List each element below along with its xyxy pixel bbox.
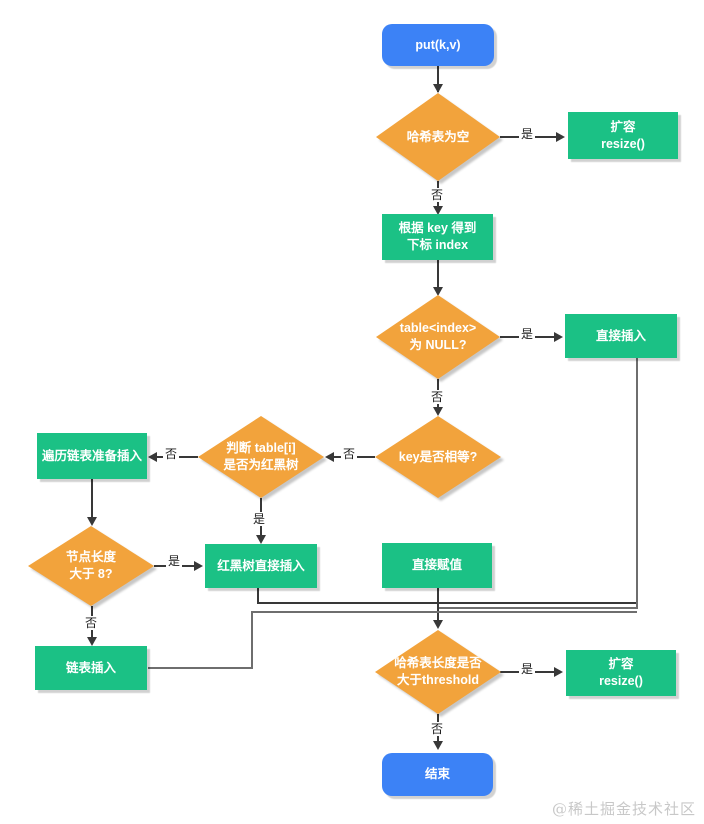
direct-assign-node: 直接赋值 <box>382 543 492 588</box>
rbtree-insert-node: 红黑树直接插入 <box>205 544 317 588</box>
resize-node-top-line: 扩容 <box>610 119 636 134</box>
edge-direct-insert-out <box>636 357 638 609</box>
resize-node-bottom-line: 扩容 <box>608 657 634 672</box>
traverse-list-node-line: 遍历链表准备插入 <box>41 448 142 463</box>
linked-list-insert-node-label: 链表插入 <box>66 660 116 677</box>
decision-is-red-black-tree-label: 判断 table[i] 是否为红黑树 <box>223 440 298 474</box>
label-no-hash-empty: 否 <box>429 188 446 202</box>
label-yes-threshold: 是 <box>519 662 536 676</box>
compute-index-node-line: 下标 index <box>406 238 469 252</box>
edge-start-to-hash-empty-arrowhead-icon <box>433 84 443 93</box>
edge-start-to-hash-empty <box>437 66 439 92</box>
decision-size-gt-threshold-label: 哈希表长度是否大于threshold <box>394 655 482 689</box>
linked-list-insert-node-line: 链表插入 <box>65 660 116 675</box>
label-yes-length-check: 是 <box>166 554 183 568</box>
label-no-null-check: 否 <box>429 390 446 404</box>
edge-direct-assign-out-arrowhead-icon <box>433 620 443 629</box>
direct-insert-node-line: 直接插入 <box>595 328 646 343</box>
edge-direct-insert-out <box>437 607 638 609</box>
edge-null-no-key-equal-arrowhead-icon <box>433 407 443 416</box>
compute-index-node-label: 根据 key 得到下标 index <box>399 220 477 254</box>
decision-size-gt-threshold: 哈希表长度是否大于threshold <box>375 630 501 714</box>
linked-list-insert-node: 链表插入 <box>35 646 147 690</box>
end-node-line: 结束 <box>424 767 450 782</box>
resize-node-bottom: 扩容 resize() <box>566 650 676 696</box>
edge-direct-assign-out <box>437 588 439 622</box>
edge-threshold-no-end-arrowhead-icon <box>433 741 443 750</box>
edge-rbtree-no-traverse-arrowhead-icon <box>148 452 157 462</box>
decision-node-length-gt8: 节点长度大于 8? <box>28 526 154 606</box>
edge-hash-empty-yes-resize-arrowhead-icon <box>556 132 565 142</box>
decision-hash-table-empty-label: 哈希表为空 <box>407 129 470 146</box>
edge-list-insert-out <box>251 612 253 669</box>
label-no-threshold: 否 <box>429 722 446 736</box>
edge-traverse-to-length-check <box>91 479 93 520</box>
end-node-label: 结束 <box>425 766 450 783</box>
edge-list-insert-out <box>251 611 637 613</box>
resize-node-top-label: 扩容 resize() <box>601 119 645 153</box>
decision-table-index-null: table<index> 为 NULL? <box>376 295 500 379</box>
edge-null-yes-insert-arrowhead-icon <box>554 332 563 342</box>
edge-rbtree-yes-insert-arrowhead-icon <box>256 535 266 544</box>
decision-node-length-gt8-line: 大于 8? <box>69 567 113 581</box>
decision-node-length-gt8-line: 节点长度 <box>65 550 116 565</box>
resize-node-top: 扩容 resize() <box>568 112 678 159</box>
decision-size-gt-threshold-line: 哈希表长度是否 <box>394 656 482 671</box>
edge-traverse-to-length-check-arrowhead-icon <box>87 517 97 526</box>
end-node: 结束 <box>382 753 493 796</box>
label-yes-rbtree-check: 是 <box>251 512 268 526</box>
resize-node-bottom-label: 扩容 resize() <box>599 656 643 690</box>
edge-length-no-list-insert-arrowhead-icon <box>87 637 97 646</box>
direct-assign-node-label: 直接赋值 <box>412 557 462 574</box>
compute-index-node-line: 根据 key 得到 <box>398 221 477 236</box>
direct-assign-node-line: 直接赋值 <box>411 558 462 573</box>
decision-size-gt-threshold-line: 大于threshold <box>397 673 479 687</box>
traverse-list-node: 遍历链表准备插入 <box>37 433 147 479</box>
edge-hash-empty-no-index-arrowhead-icon <box>433 206 443 215</box>
edge-key-no-rbtree-check-arrowhead-icon <box>325 452 334 462</box>
edge-index-to-null-check <box>437 260 439 291</box>
decision-hash-table-empty-line: 哈希表为空 <box>406 129 470 144</box>
decision-key-equal-line: key是否相等? <box>398 449 478 464</box>
label-no-length-check: 否 <box>83 616 100 630</box>
rbtree-insert-node-line: 红黑树直接插入 <box>217 558 305 573</box>
edge-index-to-null-check-arrowhead-icon <box>433 287 443 296</box>
compute-index-node: 根据 key 得到下标 index <box>382 214 493 260</box>
start-put-node: put(k,v) <box>382 24 494 66</box>
edge-length-yes-rbtree-insert-arrowhead-icon <box>194 561 203 571</box>
label-yes-hash-empty: 是 <box>519 127 536 141</box>
resize-node-bottom-line: resize() <box>599 674 643 688</box>
edge-threshold-yes-resize-arrowhead-icon <box>554 667 563 677</box>
traverse-list-node-label: 遍历链表准备插入 <box>42 448 142 465</box>
decision-is-red-black-tree-line: 判断 table[i] <box>226 441 296 456</box>
decision-table-index-null-line: 为 NULL? <box>409 338 467 352</box>
watermark-text: @稀土掘金技术社区 <box>551 800 696 818</box>
edge-list-insert-out <box>148 667 253 669</box>
decision-table-index-null-line: table<index> <box>399 321 477 336</box>
label-no-key-equal: 否 <box>341 447 358 461</box>
edge-rbtree-insert-out <box>257 602 638 604</box>
start-put-node-line: put(k,v) <box>415 37 461 52</box>
direct-insert-node-label: 直接插入 <box>596 328 646 345</box>
start-put-node-label: put(k,v) <box>415 37 460 54</box>
decision-hash-table-empty: 哈希表为空 <box>376 93 500 181</box>
decision-table-index-null-label: table<index> 为 NULL? <box>400 320 476 354</box>
decision-key-equal: key是否相等? <box>375 416 501 498</box>
resize-node-top-line: resize() <box>601 136 645 151</box>
rbtree-insert-node-label: 红黑树直接插入 <box>217 558 305 575</box>
decision-is-red-black-tree: 判断 table[i] 是否为红黑树 <box>198 416 324 498</box>
label-yes-null-check: 是 <box>519 327 536 341</box>
edge-rbtree-insert-out <box>257 588 259 604</box>
decision-node-length-gt8-label: 节点长度大于 8? <box>66 549 116 583</box>
decision-is-red-black-tree-line: 是否为红黑树 <box>223 458 299 472</box>
direct-insert-node: 直接插入 <box>565 314 677 358</box>
decision-key-equal-label: key是否相等? <box>399 449 478 466</box>
label-no-rbtree-check: 否 <box>163 447 180 461</box>
